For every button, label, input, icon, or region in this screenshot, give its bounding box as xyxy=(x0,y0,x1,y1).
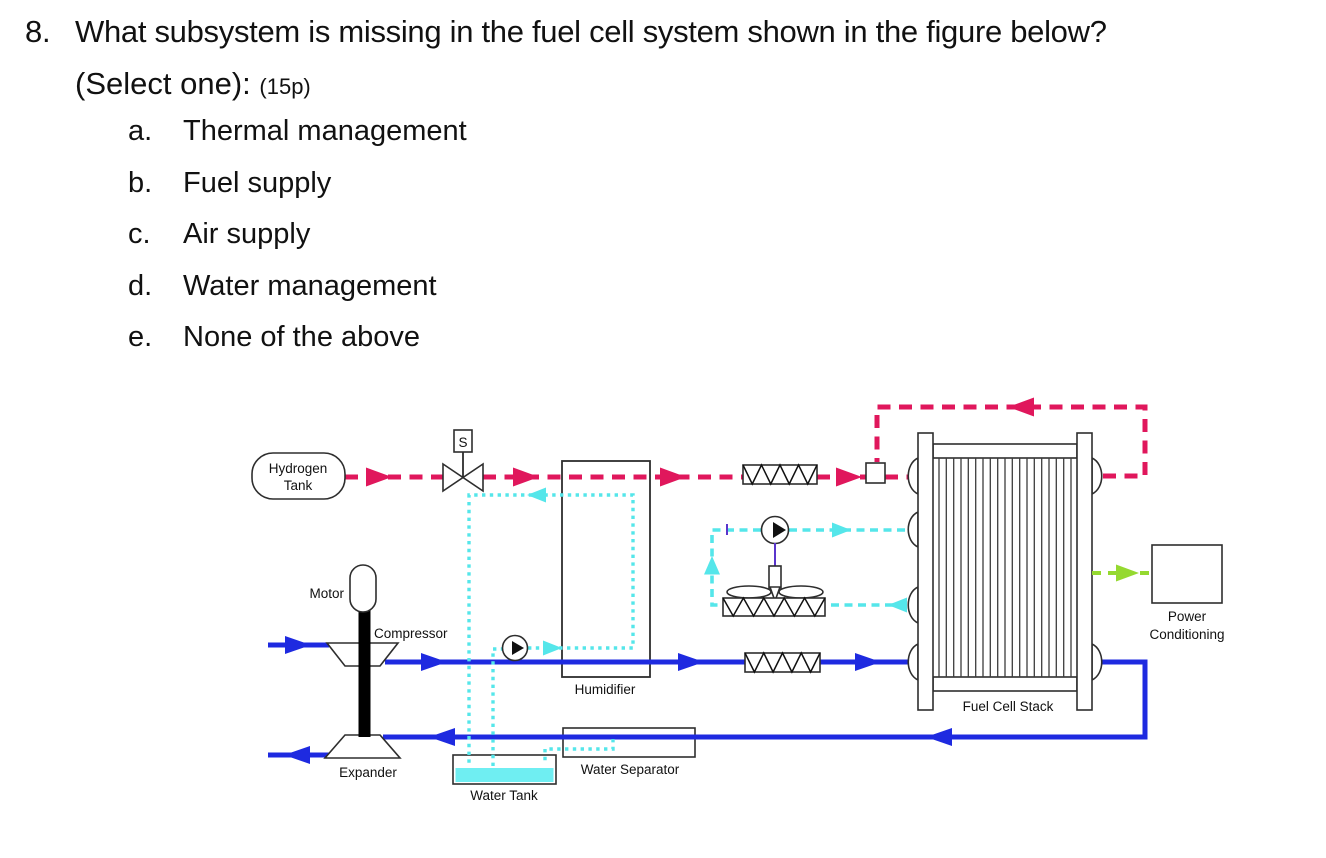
drive-shaft xyxy=(358,610,371,737)
question-line: 8. What subsystem is missing in the fuel … xyxy=(25,14,1107,50)
water-separator-label: Water Separator xyxy=(581,762,680,777)
coolant-pump xyxy=(760,515,790,545)
water-tank-label: Water Tank xyxy=(470,788,538,803)
question-number: 8. xyxy=(25,14,51,49)
solenoid-valve-label: S xyxy=(458,435,467,450)
expander-label: Expander xyxy=(339,765,397,780)
options-list: a. Thermal management b. Fuel supply c. Air… xyxy=(128,115,467,373)
power-conditioning: Power Conditioning xyxy=(1149,544,1225,642)
compressor-label: Compressor xyxy=(374,626,448,641)
hydrogen-heat-exchanger xyxy=(742,463,818,486)
ejector xyxy=(865,462,886,484)
question-prompt: (Select one): xyxy=(75,66,251,101)
option-c: c. Air supply xyxy=(128,218,467,270)
hydrogen-recirculation-line xyxy=(874,397,1148,479)
option-d-letter: d. xyxy=(128,269,153,302)
hydrogen-tank-label-1: Hydrogen xyxy=(269,461,328,476)
water-separator: Water Separator xyxy=(562,727,696,777)
option-d-label: Water management xyxy=(183,269,437,302)
motor: Motor xyxy=(309,564,377,613)
electric-output-line xyxy=(1092,564,1152,582)
water-tank: Water Tank xyxy=(452,754,557,803)
question-text: What subsystem is missing in the fuel ce… xyxy=(75,14,1107,49)
air-heat-exchanger xyxy=(744,651,821,674)
option-e-label: None of the above xyxy=(183,321,421,353)
option-b-label: Fuel supply xyxy=(183,166,332,199)
cooling-fan xyxy=(726,543,824,604)
question-points: (15p) xyxy=(259,74,311,99)
option-e: e. None of the above xyxy=(128,321,467,373)
hydrogen-tank: Hydrogen Tank xyxy=(251,452,346,500)
fuel-cell-stack: Fuel Cell Stack xyxy=(907,432,1103,714)
humidifier-water-loop xyxy=(467,487,635,766)
fan-hub xyxy=(768,586,782,604)
stack-cells xyxy=(938,458,1072,677)
water-pump xyxy=(501,634,529,662)
radiator xyxy=(722,596,826,618)
fan-blade-left xyxy=(726,585,772,599)
option-a-letter: a. xyxy=(128,115,153,147)
fuel-cell-stack-label: Fuel Cell Stack xyxy=(963,699,1054,714)
option-c-label: Air supply xyxy=(183,218,311,250)
air-return-line xyxy=(268,659,1148,764)
solenoid-valve: S xyxy=(442,429,484,493)
option-b: b. Fuel supply xyxy=(128,167,467,219)
option-d: d. Water management xyxy=(128,270,467,322)
humidifier-label: Humidifier xyxy=(575,682,636,697)
option-a: a. Thermal management xyxy=(128,115,467,167)
question-prompt-line: (Select one): (15p) xyxy=(75,66,311,102)
hydrogen-tank-label-2: Tank xyxy=(284,478,313,493)
air-supply-line xyxy=(268,636,908,671)
fan-blade-right xyxy=(778,585,824,599)
option-a-label: Thermal management xyxy=(183,115,467,147)
option-e-letter: e. xyxy=(128,321,153,353)
expander: Expander xyxy=(323,734,402,780)
option-b-letter: b. xyxy=(128,166,153,199)
option-c-letter: c. xyxy=(128,218,151,250)
power-conditioning-label-1: Power xyxy=(1168,609,1207,624)
motor-label: Motor xyxy=(309,586,344,601)
power-conditioning-label-2: Conditioning xyxy=(1149,627,1224,642)
water-tank-fill xyxy=(455,768,554,782)
humidifier: Humidifier xyxy=(561,460,651,697)
hydrogen-supply-line xyxy=(345,467,908,487)
